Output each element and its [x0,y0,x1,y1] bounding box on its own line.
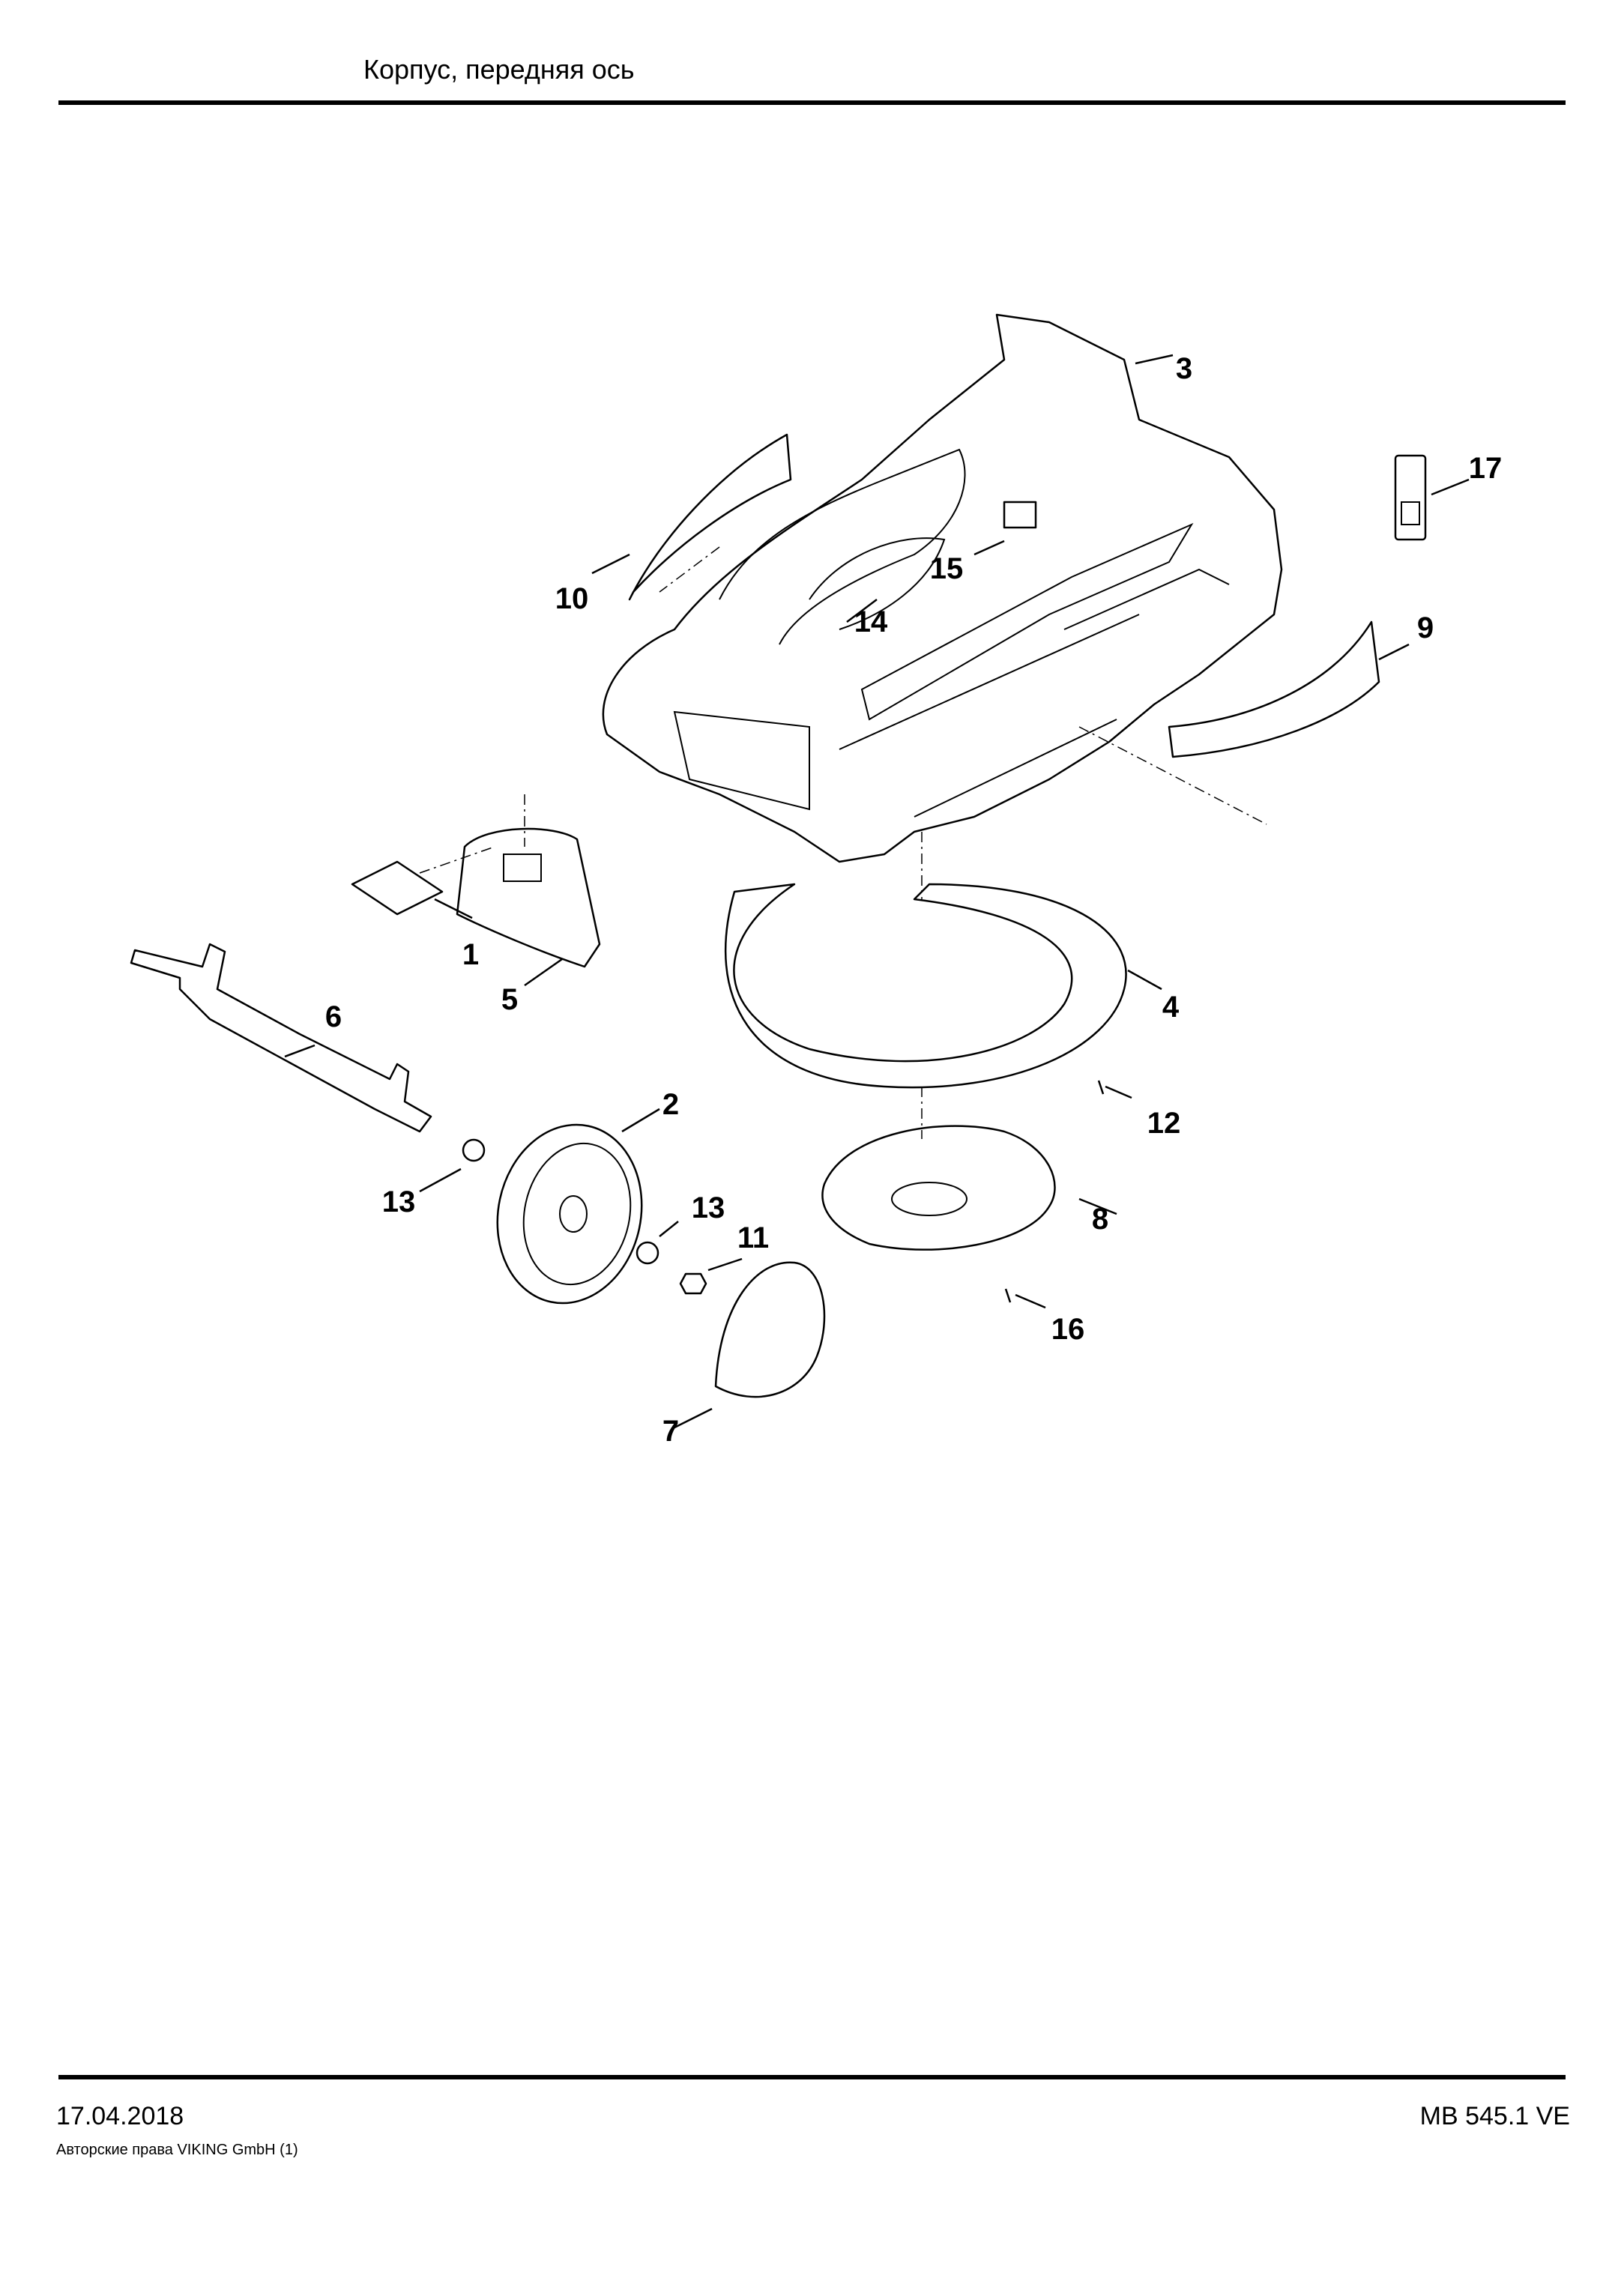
callout-17: 17 [1469,452,1503,485]
part-label [1394,454,1427,541]
callout-10: 10 [555,582,589,615]
part-front-axle [130,943,432,1133]
footer-copyright: Авторские права VIKING GmbH (1) [56,2142,298,2158]
assembly-line [659,546,720,593]
part-screw-upper [1097,1080,1105,1095]
callout-15: 15 [930,552,964,585]
footer-date: 17.04.2018 [56,2102,184,2130]
part-housing [602,313,1283,863]
assembly-line [419,846,495,874]
callout-12: 12 [1147,1107,1181,1140]
assembly-line [1078,726,1267,825]
part-wheel [496,1123,643,1305]
part-rear-skirt [1168,620,1380,758]
footer-divider [58,2075,1566,2079]
callout-leaders [284,354,1470,1429]
callout-16: 16 [1051,1313,1085,1346]
part-bearing-right [636,1241,659,1265]
callout-8: 8 [1092,1203,1108,1236]
callout-4: 4 [1162,991,1180,1024]
part-nut [679,1272,707,1295]
page-title: Корпус, передняя ось [363,54,635,85]
callout-3: 3 [1176,352,1192,385]
header-divider [58,100,1566,105]
callout-14: 14 [854,605,888,638]
footer-model: MB 545.1 VE [1419,2102,1570,2130]
callout-7: 7 [662,1415,679,1448]
part-screw-lower [1004,1288,1012,1303]
part-deflector-ring [724,883,1127,1089]
part-bearing-left [462,1138,486,1162]
part-clip [1003,501,1037,529]
callout-9: 9 [1417,611,1434,644]
part-cover-flap [456,827,601,968]
part-hub-cap [714,1261,826,1398]
callout-13-left: 13 [382,1185,416,1218]
callout-5: 5 [501,983,518,1016]
part-blade-plate [821,1125,1056,1251]
callout-1: 1 [462,938,479,971]
callout-2: 2 [662,1088,679,1121]
callout-6: 6 [325,1000,342,1033]
part-side-trim [628,433,792,601]
callout-13-right: 13 [692,1191,725,1224]
part-plate [351,860,444,916]
callout-11: 11 [737,1221,769,1254]
